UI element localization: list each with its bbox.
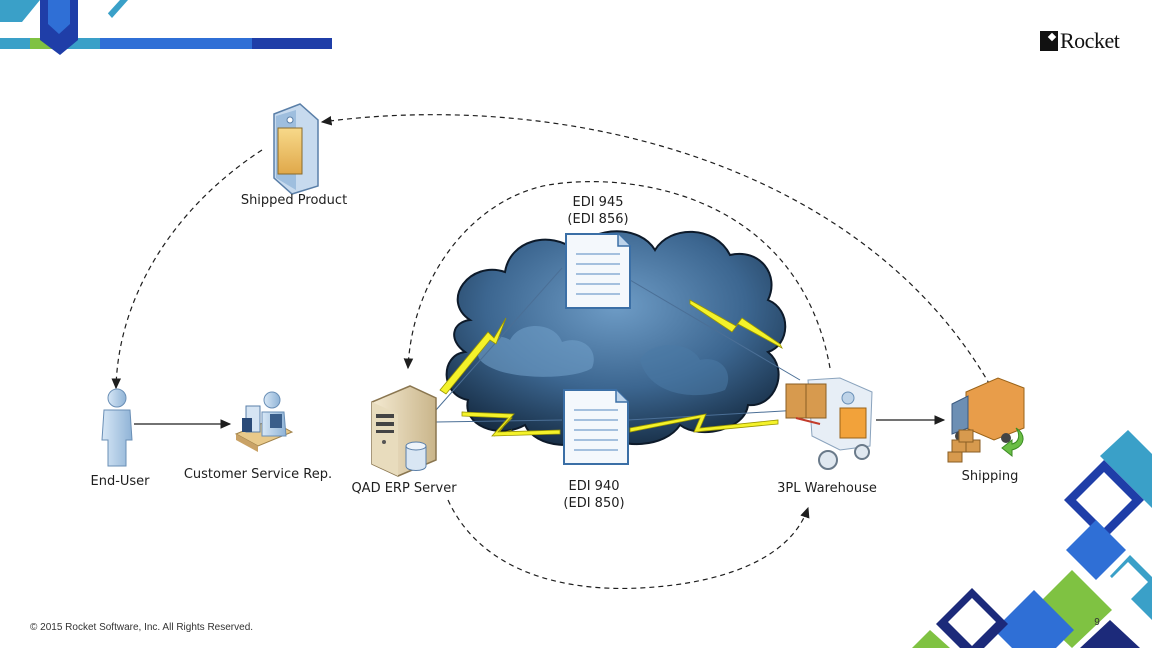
solid-arrows [134,415,946,429]
label-edi-856-code: (EDI 856) [567,212,629,227]
lightning-icon [439,299,783,437]
document-icon [563,389,629,465]
copyright-notice: © 2015 Rocket Software, Inc. All Rights … [30,622,254,633]
label-edi-940: EDI 940 (EDI 850) [546,478,642,512]
label-end-user: End-User [90,474,150,489]
connection-lines [111,114,991,590]
service-rep-icon [234,391,294,452]
label-qad-erp-server: QAD ERP Server [351,481,457,496]
label-shipped-product: Shipped Product [240,193,348,208]
label-edi-850-code: (EDI 850) [563,496,625,511]
forklift-icon [785,377,873,470]
arc-erp-to-warehouse [447,499,810,590]
label-edi-945: EDI 945 (EDI 856) [550,194,646,228]
database-icon [405,441,427,471]
delivery-truck-icon [947,377,1025,463]
rocket-logo-icon [1040,31,1058,51]
corner-decoration [912,430,1152,648]
network-links [435,267,801,423]
user-icon [101,388,133,467]
page-number: 9 [1094,617,1100,628]
header-decoration [0,0,332,55]
label-shipping: Shipping [961,469,1019,484]
label-customer-service-rep: Customer Service Rep. [183,467,333,482]
label-3pl-warehouse: 3PL Warehouse [777,481,877,496]
arc-warehouse-to-erp [403,180,831,370]
return-arc-shipping-to-product [320,114,991,386]
cloud-icon [445,230,787,446]
label-edi-940-code: EDI 940 [568,479,620,494]
handheld-device-icon [273,103,319,195]
arc-product-to-user [111,149,263,390]
rocket-logo: Rocket [1040,28,1120,54]
logo-text: Rocket [1060,28,1120,53]
label-edi-945-code: EDI 945 [572,195,624,210]
document-icon [565,233,631,309]
